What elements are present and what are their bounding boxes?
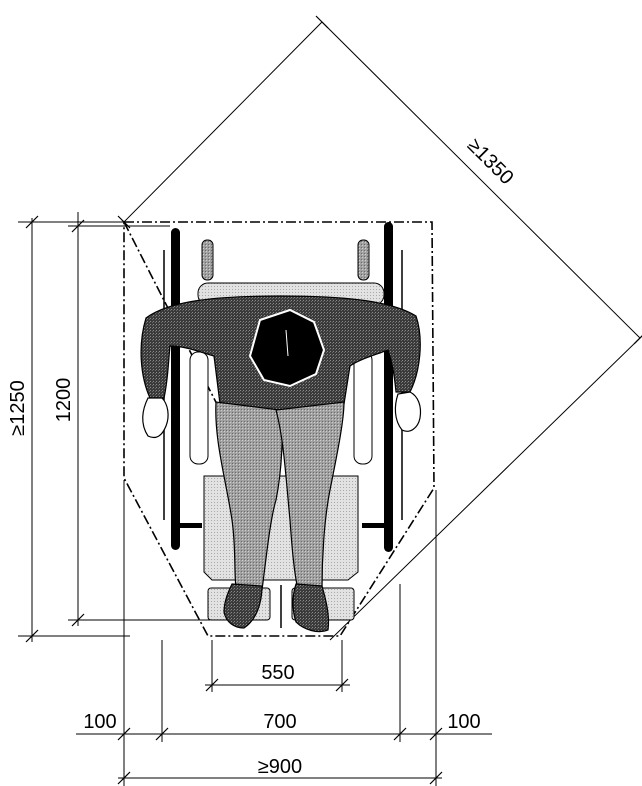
dim-wheelchair-width-label: 700 (263, 711, 296, 733)
dim-diagonal-label: ≥1350 (463, 134, 518, 189)
seated-person (140, 295, 422, 633)
left-shoe (223, 583, 263, 629)
dim-footrest-width-label: 550 (261, 662, 294, 684)
dim-wheelchair-depth-label: 1200 (53, 378, 75, 423)
right-shoe (292, 583, 330, 633)
dim-clearance-left-label: 100 (83, 711, 116, 733)
left-wheel (171, 228, 180, 550)
right-push-handle (357, 239, 370, 281)
right-hand (394, 391, 422, 432)
diagonal-envelope (123, 21, 641, 641)
left-hand (142, 397, 169, 439)
dim-total-depth-label: ≥1250 (7, 380, 29, 435)
dim-clearance-right-label: 100 (447, 711, 480, 733)
left-push-handle (201, 239, 214, 281)
dim-total-width-label: ≥900 (258, 756, 302, 778)
wheelchair-envelope (123, 221, 435, 637)
dimension-lines (18, 15, 642, 786)
right-wheel (384, 222, 393, 552)
